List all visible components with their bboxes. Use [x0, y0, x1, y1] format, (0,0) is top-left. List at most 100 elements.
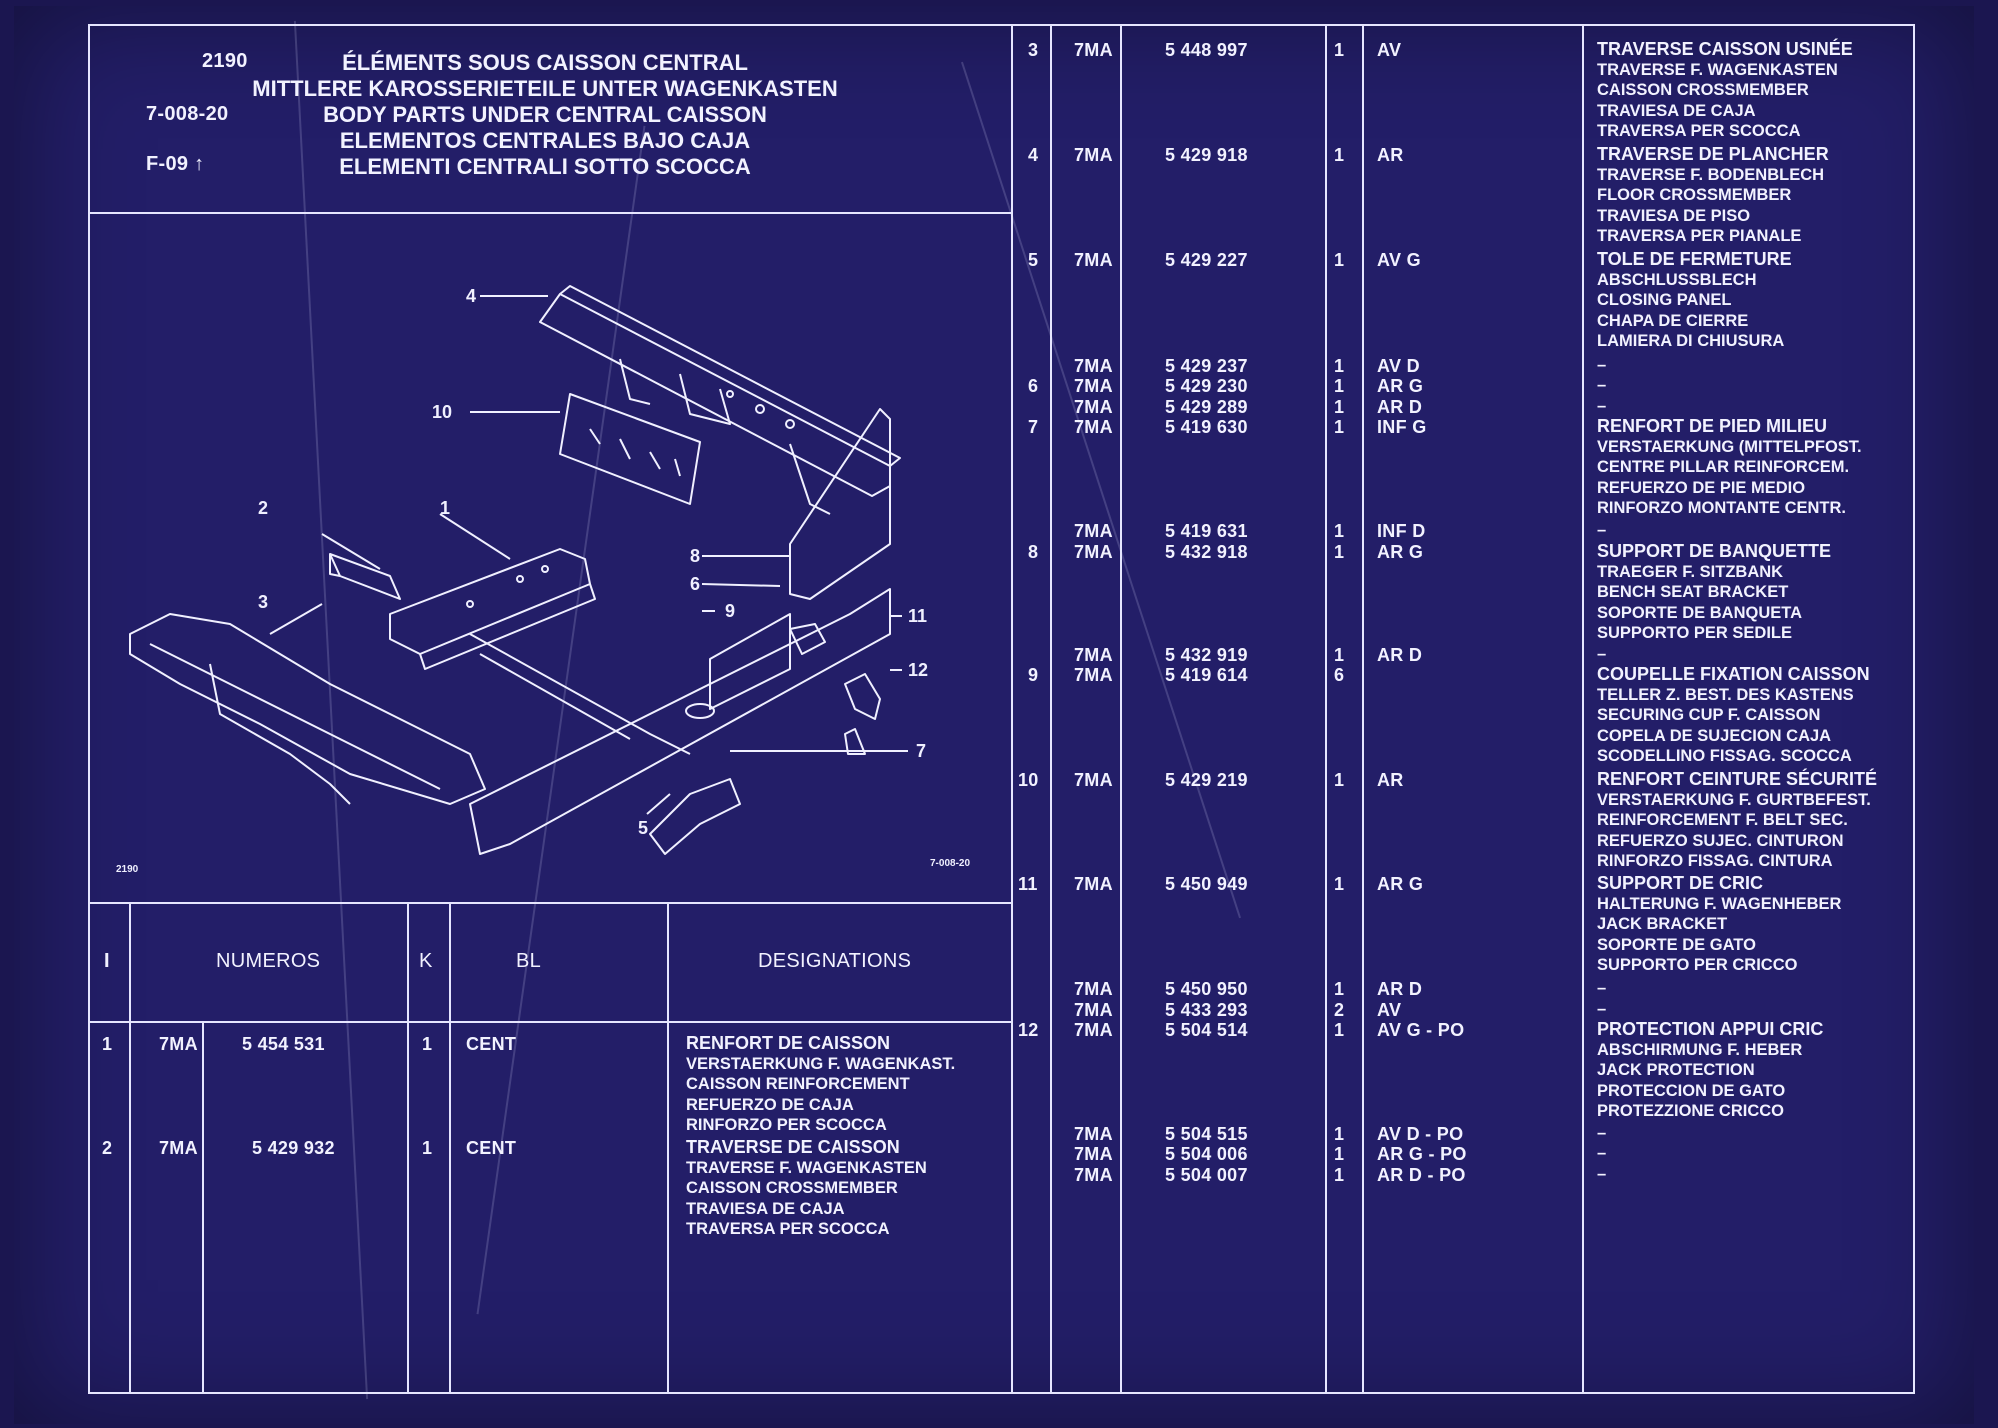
desc-line: VERSTAERKUNG (MITTELPFOST.: [1597, 437, 1862, 456]
row-bl: AR D - PO: [1377, 1165, 1466, 1185]
col-header-index: I: [104, 950, 110, 972]
callout-10: 10: [432, 402, 452, 422]
desc-line: RINFORZO PER SCOCCA: [686, 1116, 887, 1135]
central-long-rail: [469, 633, 691, 755]
row-bl: AV G - PO: [1377, 1020, 1465, 1040]
row-number: 5 429 237: [1165, 356, 1248, 376]
desc-line: ABSCHLUSSBLECH: [1597, 270, 1757, 289]
exploded-parts-diagram: 4 10 2 1 3 8 6 9 11 12 7 5 2190 7-008-20: [116, 285, 970, 875]
desc-line: –: [1597, 1124, 1607, 1142]
row-designation: –: [1597, 1143, 1606, 1164]
row-prefix: 7MA: [1074, 1124, 1113, 1144]
row-prefix: 7MA: [1074, 1020, 1113, 1040]
desc-line: SUPPORT DE CRIC: [1597, 873, 1764, 893]
row-number: 5 419 614: [1165, 665, 1248, 685]
row-prefix: 7MA: [1074, 665, 1113, 685]
desc-line: TRAVERSE DE PLANCHER: [1597, 144, 1829, 164]
desc-line: RINFORZO MONTANTE CENTR.: [1597, 499, 1847, 518]
callout-9: 9: [725, 601, 735, 621]
row-bl: AV: [1377, 40, 1402, 60]
col-line: [202, 1021, 204, 1394]
callout-4: 4: [466, 286, 476, 306]
col-line: [1582, 24, 1584, 1394]
col-line: [449, 902, 451, 1394]
desc-line: VERSTAERKUNG F. WAGENKAST.: [686, 1054, 956, 1073]
row-prefix: 7MA: [1074, 417, 1113, 437]
row-k: 1: [1334, 874, 1345, 894]
part-2-caisson-crossmember: [329, 553, 401, 600]
part-10-belt-reinforcement: [559, 393, 701, 505]
row-index: 2: [102, 1138, 113, 1158]
row-number: 5 504 514: [1165, 1020, 1248, 1040]
row-number: 5 429 932: [252, 1138, 335, 1158]
desc-line: SECURING CUP F. CAISSON: [1597, 706, 1821, 725]
row-k: 1: [1334, 397, 1345, 417]
desc-line: REINFORCEMENT F. BELT SEC.: [1597, 811, 1848, 830]
col-line: [1120, 24, 1122, 1394]
row-k: 1: [1334, 40, 1345, 60]
desc-line: –: [1597, 356, 1607, 374]
from-mark: F-09 ↑: [146, 153, 205, 175]
row-designation: –: [1597, 520, 1606, 541]
row-k: 1: [1334, 376, 1345, 396]
row-index: 8: [1028, 542, 1039, 562]
row-k: 2: [1334, 1000, 1345, 1020]
page-divider: [1011, 24, 1013, 1394]
part-12-jack-protection: [844, 728, 866, 755]
desc-line: SOPORTE DE BANQUETA: [1597, 603, 1803, 622]
fiche-code: 7-008-20: [146, 103, 229, 125]
ref-number: 2190: [202, 50, 248, 72]
title-de: MITTLERE KAROSSERIETEILE UNTER WAGENKAST…: [252, 76, 838, 101]
row-designation: –: [1597, 978, 1606, 999]
column-header-line: [88, 1021, 1012, 1023]
row-index: 4: [1028, 145, 1039, 165]
diagram-corner-ref: 2190: [116, 864, 139, 875]
desc-line: REFUERZO DE PIE MEDIO: [1597, 478, 1806, 497]
callout-11: 11: [908, 606, 927, 626]
row-k: 1: [1334, 1144, 1345, 1164]
row-k: 1: [1334, 645, 1345, 665]
row-bl: CENT: [466, 1138, 517, 1158]
desc-line: TRAVIESA DE CAJA: [686, 1199, 845, 1218]
row-designation: TRAVERSE DE CAISSON TRAVERSE F. WAGENKAS…: [686, 1137, 927, 1240]
row-bl: AR G - PO: [1377, 1144, 1467, 1164]
row-bl: CENT: [466, 1034, 517, 1054]
desc-line: SCODELLINO FISSAG. SCOCCA: [1597, 747, 1852, 766]
row-k: 1: [422, 1138, 433, 1158]
row-index: 1: [102, 1034, 113, 1054]
desc-line: JACK PROTECTION: [1597, 1061, 1755, 1080]
row-number: 5 504 515: [1165, 1124, 1248, 1144]
desc-line: TRAVERSE DE CAISSON: [686, 1137, 900, 1157]
title-fr: ÉLÉMENTS SOUS CAISSON CENTRAL: [342, 50, 748, 75]
row-number: 5 432 918: [1165, 542, 1248, 562]
desc-line: –: [1597, 521, 1607, 539]
desc-line: FLOOR CROSSMEMBER: [1597, 186, 1792, 205]
row-k: 1: [1334, 356, 1345, 376]
desc-line: TRAVERSE F. WAGENKASTEN: [686, 1158, 927, 1177]
title-en: BODY PARTS UNDER CENTRAL CAISSON: [323, 102, 767, 127]
desc-line: –: [1597, 645, 1607, 663]
callout-1: 1: [440, 498, 450, 518]
row-number: 5 429 918: [1165, 145, 1248, 165]
title-block: ÉLÉMENTS SOUS CAISSON CENTRAL MITTLERE K…: [250, 50, 840, 180]
row-index: 11: [1018, 874, 1038, 894]
callout-2: 2: [258, 498, 268, 518]
row-number: 5 504 007: [1165, 1165, 1248, 1185]
row-k: 1: [1334, 250, 1345, 270]
desc-line: TRAVERSA PER SCOCCA: [686, 1220, 890, 1239]
header-divider: [88, 212, 1012, 214]
desc-line: CENTRE PILLAR REINFORCEM.: [1597, 458, 1850, 477]
row-designation: –: [1597, 375, 1606, 396]
desc-line: RINFORZO FISSAG. CINTURA: [1597, 852, 1833, 871]
row-number: 5 432 919: [1165, 645, 1248, 665]
desc-line: TRAVERSE CAISSON USINÉE: [1597, 39, 1853, 59]
row-k: 1: [1334, 1020, 1345, 1040]
row-k: 1: [422, 1034, 433, 1054]
row-prefix: 7MA: [1074, 979, 1113, 999]
col-header-designations: DESIGNATIONS: [758, 950, 912, 972]
callout-8: 8: [690, 546, 700, 566]
row-prefix: 7MA: [1074, 521, 1113, 541]
row-index: 10: [1018, 770, 1039, 790]
